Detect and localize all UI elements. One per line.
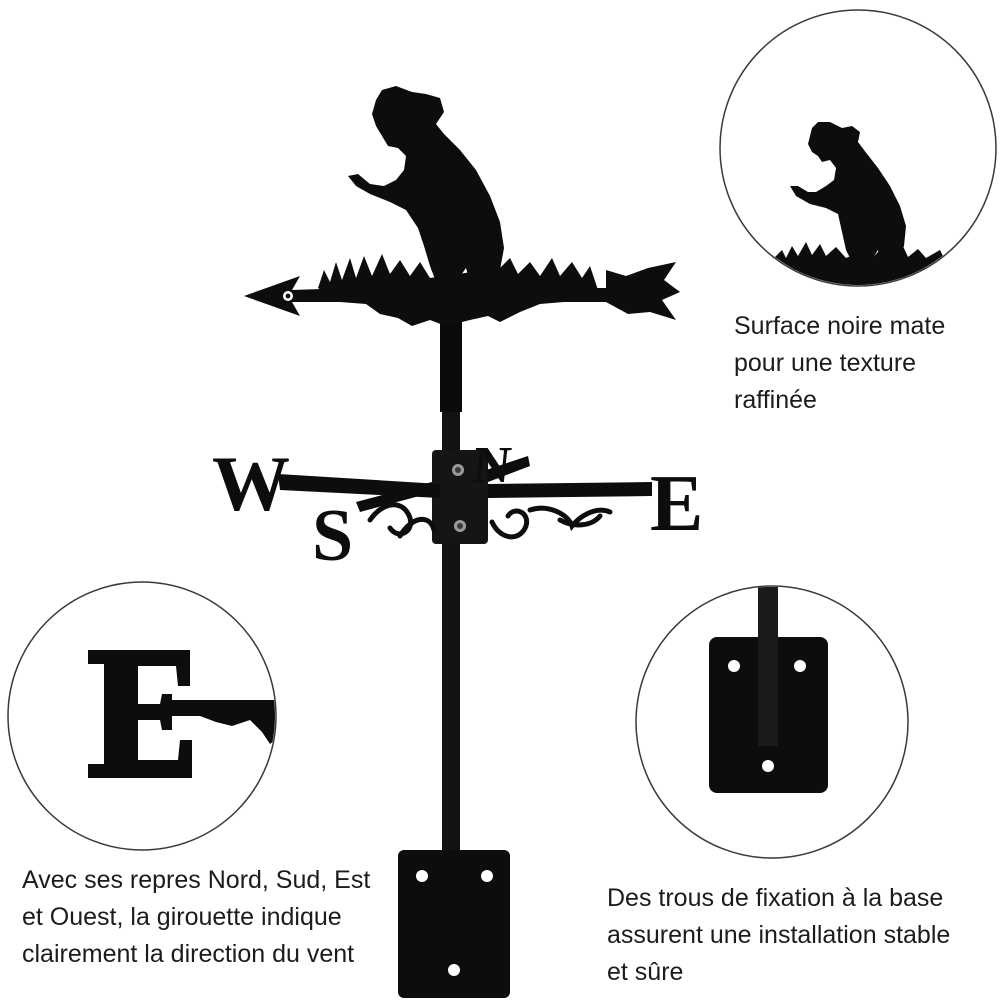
caption-line: Surface noire mate <box>734 312 946 340</box>
letter-east: E <box>650 460 703 548</box>
caption-matte-surface: Surface noire mate pour une texture raff… <box>734 308 945 419</box>
dog-closeup-silhouette <box>790 122 906 264</box>
dog-silhouette <box>348 86 504 282</box>
detail-circle-dog <box>719 9 997 287</box>
compass-north: N <box>470 437 530 494</box>
detail-circle-plate <box>635 585 909 859</box>
caption-line: et Ouest, la girouette indique <box>22 903 342 931</box>
grass <box>318 254 598 326</box>
letter-north: N <box>470 437 514 494</box>
caption-cardinal-directions: Avec ses repres Nord, Sud, Est et Ouest,… <box>22 862 370 973</box>
letter-south: S <box>312 495 353 577</box>
caption-line: pour une texture <box>734 349 917 377</box>
compass-east: E <box>488 460 703 548</box>
detail-circle-letter <box>7 581 277 851</box>
compass-south: S <box>312 482 434 577</box>
caption-line: clairement la direction du vent <box>22 940 355 968</box>
weathervane: W E N S <box>212 86 703 998</box>
pole <box>442 300 460 860</box>
caption-line: raffinée <box>734 386 817 414</box>
caption-mounting-holes: Des trous de fixation à la base assurent… <box>607 880 950 991</box>
caption-line: assurent une installation stable <box>607 921 951 949</box>
scrollwork <box>367 502 613 540</box>
caption-line: Des trous de fixation à la base <box>607 884 944 912</box>
caption-line: et sûre <box>607 958 684 986</box>
letter-e-closeup <box>88 650 192 778</box>
caption-line: Avec ses repres Nord, Sud, Est <box>22 866 371 894</box>
letter-west: W <box>212 440 290 527</box>
mounting-plate <box>398 850 510 998</box>
hub <box>432 450 488 544</box>
